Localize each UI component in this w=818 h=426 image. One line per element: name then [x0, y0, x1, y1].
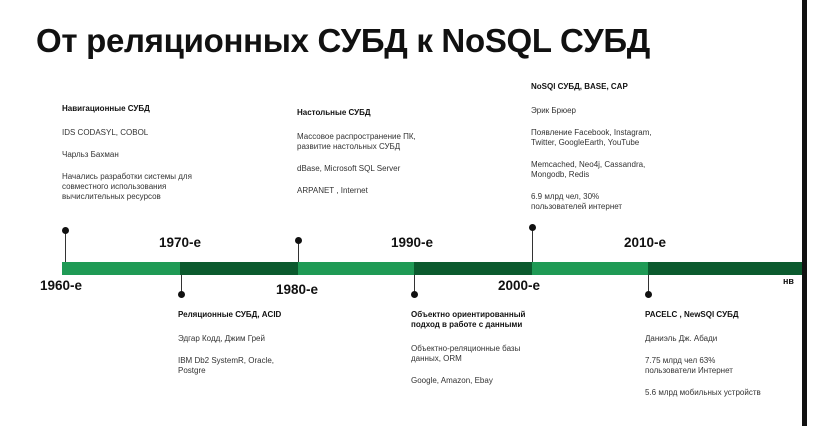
event-line: ARPANET , Internet [297, 186, 368, 195]
event-line: Эрик Брюер [531, 106, 576, 115]
era-label-now: нв [783, 276, 794, 286]
marker-dot-relational [178, 291, 185, 298]
event-line: 6.9 млрд чел, 30% пользователей интернет [531, 192, 623, 211]
event-block-object-oriented: Объектно ориентированный подход в работе… [411, 310, 531, 398]
event-line: Даниэль Дж. Абади [645, 334, 718, 343]
event-heading: Реляционные СУБД, ACID [178, 310, 282, 319]
era-label-1980s: 1980-е [276, 282, 319, 297]
marker-dot-nosql [529, 224, 536, 231]
stem-object-oriented [414, 275, 415, 294]
era-label-1970s: 1970-е [159, 235, 202, 250]
event-line: dBase, Microsoft SQL Server [297, 164, 401, 173]
timeline-segment-2010s [648, 262, 802, 275]
event-heading: Объектно ориентированный подход в работе… [411, 310, 526, 329]
timeline-segment-2000s [532, 262, 648, 275]
stem-desktop [298, 241, 299, 262]
marker-dot-desktop [295, 237, 302, 244]
slide-right-border [802, 0, 807, 426]
stem-navigational [65, 231, 66, 262]
timeline-segment-1970s [180, 262, 298, 275]
event-line: Чарльз Бахман [62, 150, 119, 159]
event-line: Эдгар Кодд, Джим Грей [178, 334, 265, 343]
era-label-2010s: 2010-е [624, 235, 667, 250]
marker-dot-object-oriented [411, 291, 418, 298]
event-line: Memcached, Neo4j, Cassandra, Mongodb, Re… [531, 160, 646, 179]
era-label-2000s: 2000-е [498, 278, 541, 293]
event-heading: Настольные СУБД [297, 108, 371, 117]
marker-dot-navigational [62, 227, 69, 234]
event-line: Объектно-реляционные базы данных, ORM [411, 344, 521, 363]
timeline-segment-1960s [62, 262, 180, 275]
event-line: Массовое распространение ПК, развитие на… [297, 132, 416, 151]
stem-relational [181, 275, 182, 294]
stem-pacelc [648, 275, 649, 294]
event-heading: PACELC , NewSQl СУБД [645, 310, 739, 319]
era-label-1960s: 1960-е [40, 278, 83, 293]
event-line: IBM Db2 SystemR, Oracle, Postgre [178, 356, 275, 375]
event-line: Начались разработки системы для совместн… [62, 172, 192, 201]
event-block-desktop: Настольные СУБД Массовое распространение… [297, 108, 427, 208]
era-label-1990s: 1990-е [391, 235, 434, 250]
event-line: Google, Amazon, Ebay [411, 376, 493, 385]
slide-title: От реляционных СУБД к NoSQL СУБД [36, 22, 650, 59]
event-heading: NoSQl СУБД, BASE, CAP [531, 82, 628, 91]
event-block-nosql: NoSQl СУБД, BASE, CAP Эрик Брюер Появлен… [531, 82, 671, 224]
timeline-segment-1990s [414, 262, 532, 275]
event-block-pacelc: PACELC , NewSQl СУБД Даниэль Дж. Абади 7… [645, 310, 795, 410]
stem-nosql [532, 228, 533, 262]
event-heading: Навигационные СУБД [62, 104, 150, 113]
event-block-navigational: Навигационные СУБД IDS CODASYL, COBOL Ча… [62, 104, 202, 214]
event-line: 7.75 млрд чел 63% пользователи Интернет [645, 356, 733, 375]
event-line: Появление Facebook, Instagram, Twitter, … [531, 128, 652, 147]
event-line: 5.6 млрд мобильных устройств [645, 388, 761, 397]
timeline-segment-1980s [298, 262, 414, 275]
event-line: IDS CODASYL, COBOL [62, 128, 149, 137]
event-block-relational: Реляционные СУБД, ACID Эдгар Кодд, Джим … [178, 310, 308, 388]
marker-dot-pacelc [645, 291, 652, 298]
